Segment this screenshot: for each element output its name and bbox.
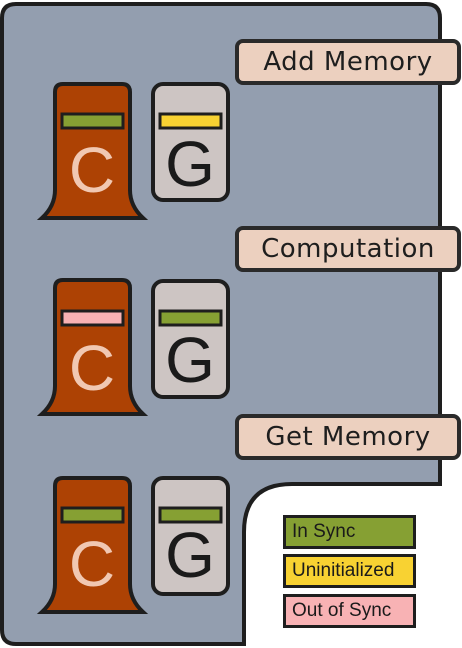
cpu-status-bar-1 (60, 112, 125, 130)
cpu-device-2: C (36, 278, 149, 416)
gpu-device-2: G (151, 279, 230, 399)
get-memory-label: Get Memory (235, 414, 461, 460)
legend-out-of-sync: Out of Sync (283, 594, 416, 628)
gpu-status-bar-2 (158, 309, 223, 327)
legend-uninitialized: Uninitialized (283, 554, 416, 588)
cpu-letter: C (69, 528, 115, 600)
cpu-status-bar-2 (60, 309, 125, 327)
row-add-memory: C G (36, 82, 230, 220)
gpu-device-1: G (151, 82, 230, 202)
cpu-status-bar-3 (60, 506, 125, 524)
gpu-device-3: G (151, 476, 230, 596)
cpu-device-1: C (36, 82, 149, 220)
computation-label: Computation (235, 226, 461, 272)
cpu-device-3: C (36, 476, 149, 614)
cpu-letter: C (69, 134, 115, 206)
row-computation: C G (36, 278, 230, 416)
gpu-letter: G (165, 128, 215, 200)
add-memory-label: Add Memory (235, 39, 461, 85)
row-get-memory: C G (36, 476, 230, 614)
gpu-status-bar-3 (158, 506, 223, 524)
gpu-letter: G (165, 519, 215, 591)
gpu-letter: G (165, 324, 215, 396)
gpu-status-bar-1 (158, 112, 223, 130)
cpu-letter: C (69, 332, 115, 404)
legend-in-sync: In Sync (283, 515, 416, 549)
